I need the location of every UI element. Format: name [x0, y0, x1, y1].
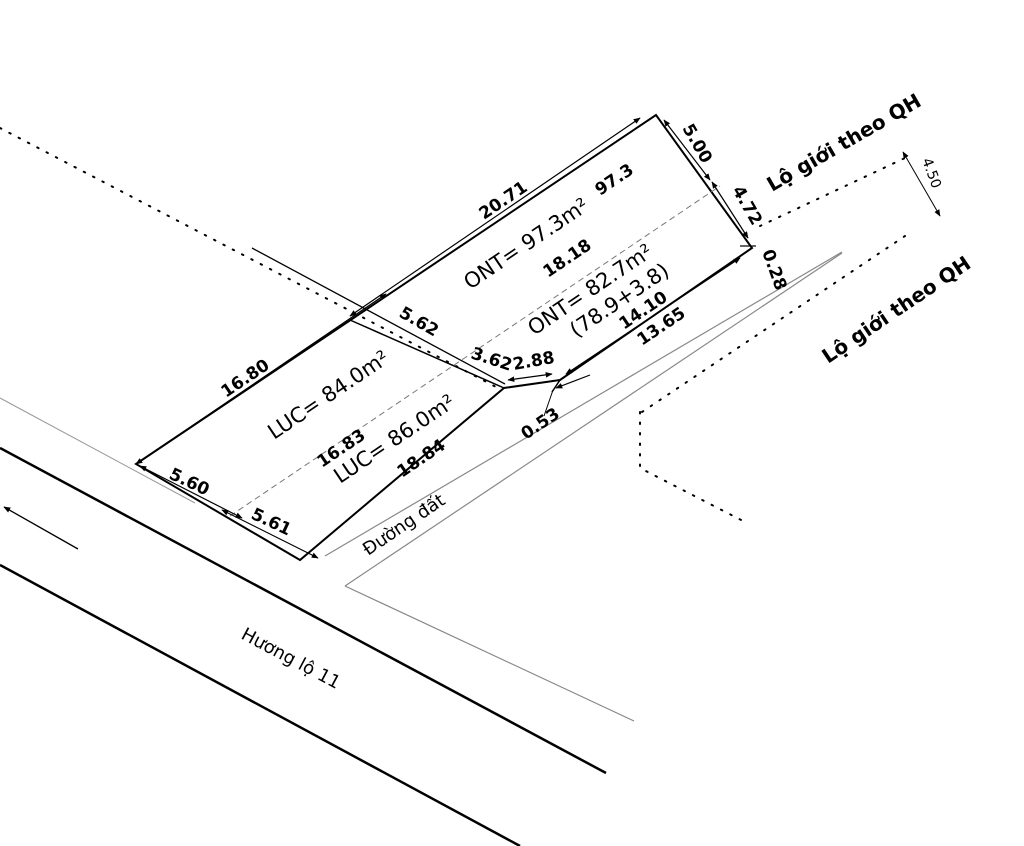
dim-label-2-88: 2.88 [511, 348, 556, 375]
dim-label-16-80: 16.80 [218, 355, 274, 402]
dim-arrow-5-00 [663, 119, 711, 181]
main-road [0, 397, 607, 846]
dim-arrow-0-53 [555, 374, 591, 389]
dim-label-0-53: 0.53 [518, 404, 564, 444]
setback-label-bottom: Lộ giới theo QH [817, 251, 975, 368]
dim-leader-0-53 [543, 389, 554, 417]
main-road-boundary [0, 397, 196, 504]
dirt-road-edge-right [344, 252, 843, 587]
dim-arrow-5-61 [221, 509, 319, 559]
neighbor-boundary-dotted [0, 127, 499, 389]
dimension-arrows [135, 117, 941, 559]
setback-corner-dotted [639, 411, 746, 523]
dirt-road [324, 251, 843, 722]
area-labels: ONT= 97.3m² ONT= 82.7m² (78.9+3.8) LUC= … [263, 193, 673, 488]
dim-label-5-00: 5.00 [678, 121, 716, 167]
road-direction-arrow-icon [3, 506, 79, 550]
main-road-label: Hương lộ 11 [238, 624, 344, 694]
dim-arrow-4-72 [711, 181, 749, 239]
dim-label-3-62: 3.62 [468, 344, 514, 376]
dim-label-0-28: 0.28 [757, 247, 790, 293]
dim-arrow-14-10 [565, 257, 741, 375]
main-road-edge-top [0, 446, 607, 775]
dim-arrow-5-60 [139, 465, 243, 519]
dim-arrow-20-71 [349, 117, 641, 317]
dim-label-97-3: 97.3 [592, 160, 638, 200]
dirt-road-corner-edge [344, 585, 635, 722]
setback-lines [0, 127, 906, 523]
dirt-road-edge [324, 251, 843, 557]
setback-label-top: Lộ giới theo QH [763, 89, 926, 197]
luc-top-area: LUC= 84.0m² [263, 346, 393, 445]
setback-line-bottom [641, 235, 906, 413]
dim-arrow-4-50 [902, 151, 941, 217]
dim-arrow-2-88 [507, 372, 553, 382]
dim-arrow-16-80 [135, 293, 387, 465]
main-road-edge-bottom [0, 563, 521, 846]
dim-label-5-62: 5.62 [396, 303, 442, 341]
